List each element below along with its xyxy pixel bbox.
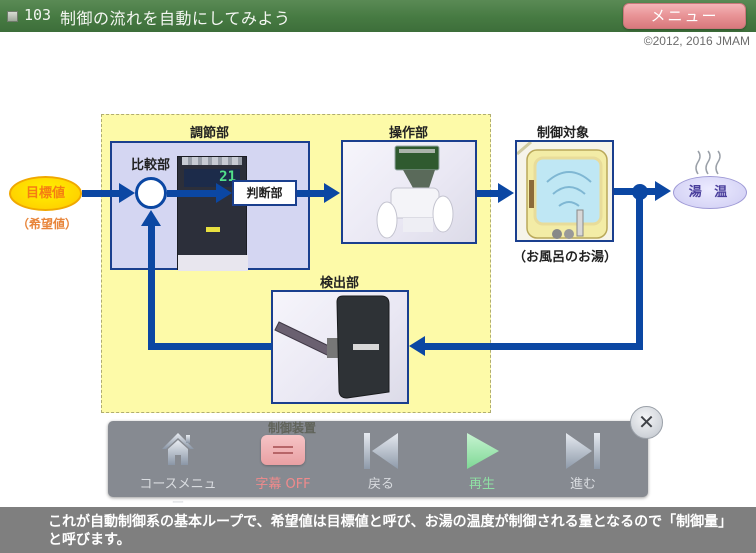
comparator-circle [135, 177, 167, 209]
close-toolbar-button[interactable]: ✕ [630, 406, 663, 439]
target-value-sublabel: （希望値） [17, 217, 78, 231]
copyright: ©2012, 2016 JMAM [643, 34, 750, 48]
feedback-line [148, 343, 272, 350]
flow-line [167, 190, 217, 197]
plant-label: 制御対象 [537, 126, 590, 141]
feedback-line [636, 195, 643, 350]
subtitle-bar: これが自動制御系の基本ループで、希望値は目標値と呼び、お湯の温度が制御される量と… [0, 507, 756, 553]
back-label: 戻る [367, 477, 394, 492]
arrow-right-icon [324, 183, 340, 203]
back-button[interactable]: 戻る [336, 429, 426, 495]
judge-block: 判断部 [232, 180, 297, 206]
lesson-title: 制御の流れを自動にしてみよう [60, 9, 291, 28]
arrow-right-icon [655, 181, 671, 201]
flow-line [82, 190, 120, 197]
menu-button[interactable]: メニュー [623, 3, 746, 29]
controller-group-label: 調節部 [190, 126, 230, 141]
subtitle-text: これが自動制御系の基本ループで、希望値は目標値と呼び、お湯の温度が制御される量と… [48, 514, 733, 548]
course-menu-button[interactable]: コースメニュー [133, 429, 223, 511]
arrow-right-icon [498, 183, 514, 203]
home-icon [162, 433, 194, 465]
steam-icon [695, 150, 721, 175]
control-device-label: 制御装置 [268, 421, 317, 435]
actuator-label: 操作部 [389, 126, 429, 141]
header-bar: 103 制御の流れを自動にしてみよう メニュー [0, 0, 756, 32]
detector-label: 検出部 [320, 276, 360, 291]
arrow-up-icon [141, 210, 161, 226]
next-label: 進む [569, 477, 596, 492]
feedback-line [148, 225, 155, 350]
play-icon [467, 433, 499, 469]
sensor-image [274, 295, 390, 399]
controller-display: 21 [219, 169, 236, 185]
target-value-node: 目標値 [9, 176, 82, 211]
arrow-right-icon [119, 183, 135, 203]
skip-forward-icon [566, 433, 600, 469]
valve-image [376, 145, 454, 239]
output-node: 湯 温 [673, 176, 747, 209]
feedback-line [424, 343, 643, 350]
arrow-left-icon [409, 336, 425, 356]
controller-device-image: 21 [177, 156, 248, 271]
course-menu-label: コースメニュー [139, 477, 217, 511]
play-label: 再生 [468, 477, 495, 492]
flow-line [477, 190, 499, 197]
plant-block [515, 140, 614, 242]
play-button[interactable]: 再生 [437, 429, 527, 495]
square-bullet-icon [7, 11, 18, 22]
subtitle-toggle-button[interactable]: 字幕 OFF [238, 429, 328, 495]
skip-back-icon [364, 433, 398, 469]
actuator-block [341, 140, 477, 244]
flow-line [297, 190, 325, 197]
comparator-label: 比較部 [131, 158, 171, 173]
next-button[interactable]: 進む [538, 429, 628, 495]
bathtub-image [516, 140, 608, 239]
lesson-number: 103 [24, 6, 52, 24]
arrow-right-icon [216, 183, 232, 203]
close-icon: ✕ [638, 410, 655, 434]
player-toolbar [108, 421, 648, 497]
subtitle-icon [261, 435, 305, 465]
subtitle-label: 字幕 OFF [255, 477, 311, 492]
detector-block [271, 290, 409, 404]
plant-sublabel: （お風呂のお湯） [513, 250, 618, 265]
